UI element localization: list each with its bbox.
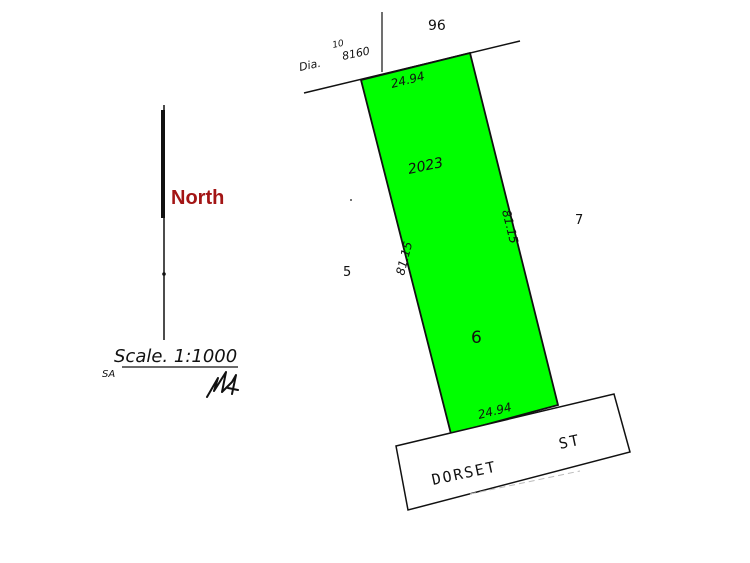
signature-mark	[206, 371, 239, 398]
north-label: North	[171, 187, 224, 209]
dorset-street-reserve	[395, 393, 631, 511]
diagram-ref-sub: 8160	[341, 44, 371, 63]
area-label: 2023	[407, 155, 445, 178]
lot-5-label: 5	[343, 265, 351, 280]
scale-mark: SA	[102, 369, 115, 380]
lot-7-label: 7	[575, 213, 583, 228]
street-faint-line	[469, 470, 581, 495]
north-arrow-icon	[161, 105, 166, 340]
street-name-st: ST	[557, 431, 582, 453]
lot-6-label: 6	[471, 328, 482, 348]
diagram-ref-prefix: Dia.	[298, 57, 322, 74]
lot-5-dot	[350, 199, 352, 201]
diagram-ref-number: 10	[332, 39, 346, 51]
lot-6-parcel	[359, 51, 560, 436]
lot-96-label: 96	[428, 18, 446, 34]
scale-label: Scale. 1:1000	[114, 346, 237, 367]
